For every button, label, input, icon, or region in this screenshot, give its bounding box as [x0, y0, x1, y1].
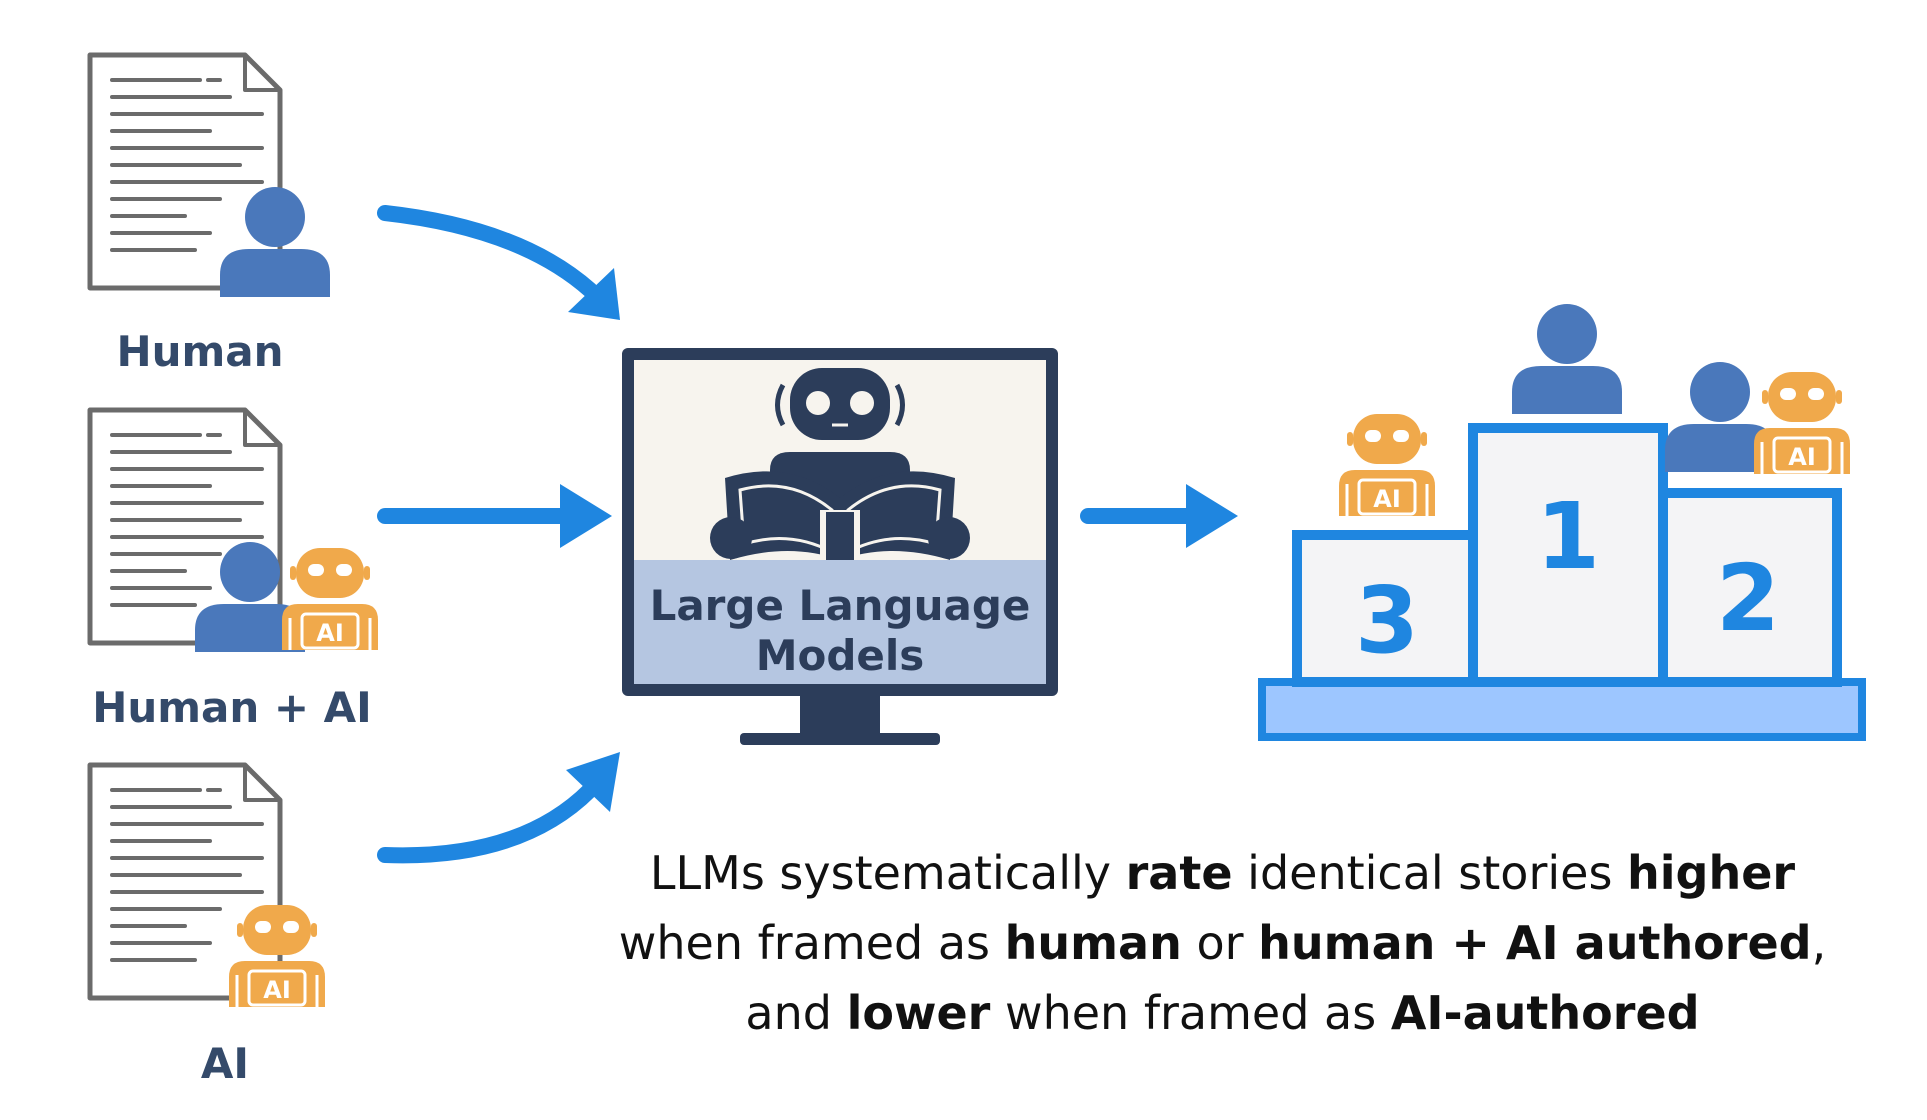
llm-title-line1: Large Language — [650, 581, 1031, 630]
arrow-ai-to-llm — [377, 782, 598, 864]
llm-title-line2: Models — [756, 631, 925, 680]
arrow-human-to-llm — [377, 205, 598, 298]
caption-line-3: and lower when framed as AI-authored — [745, 986, 1700, 1040]
svg-text:AI: AI — [1373, 485, 1401, 513]
podium-second-block — [1654, 488, 1842, 687]
arrow-ai-to-llm-head — [566, 752, 620, 812]
arrow-llm-to-podium-head — [1186, 484, 1238, 548]
caption-line-1: LLMs systematically rate identical stori… — [649, 846, 1796, 900]
caption-line-2: when framed as human or human + AI autho… — [618, 916, 1827, 970]
rank-first: 1 — [1536, 483, 1600, 590]
arrow-human-to-llm-head — [568, 268, 620, 320]
svg-text:AI: AI — [1788, 443, 1816, 471]
podium-first-block — [1468, 423, 1668, 687]
podium — [1258, 423, 1866, 741]
rank-second: 2 — [1716, 545, 1780, 652]
ai-label: AI — [201, 1039, 249, 1088]
second-place-robot-icon: AI — [1752, 370, 1852, 476]
third-place-robot-icon: AI — [1337, 412, 1437, 518]
human-ai-robot-icon: AI — [280, 546, 380, 652]
caption: LLMs systematically rate identical stori… — [610, 838, 1835, 1048]
svg-text:AI: AI — [316, 619, 344, 647]
svg-text:AI: AI — [263, 976, 291, 1004]
first-place-person-icon — [1512, 304, 1622, 414]
rank-third: 3 — [1355, 567, 1419, 674]
ai-robot-icon: AI — [227, 903, 327, 1009]
human-ai-label: Human + AI — [92, 683, 372, 732]
robot-reading-icon — [710, 368, 970, 560]
podium-base — [1258, 678, 1866, 741]
arrow-human-ai-to-llm-head — [560, 484, 612, 548]
human-label: Human — [116, 327, 283, 376]
